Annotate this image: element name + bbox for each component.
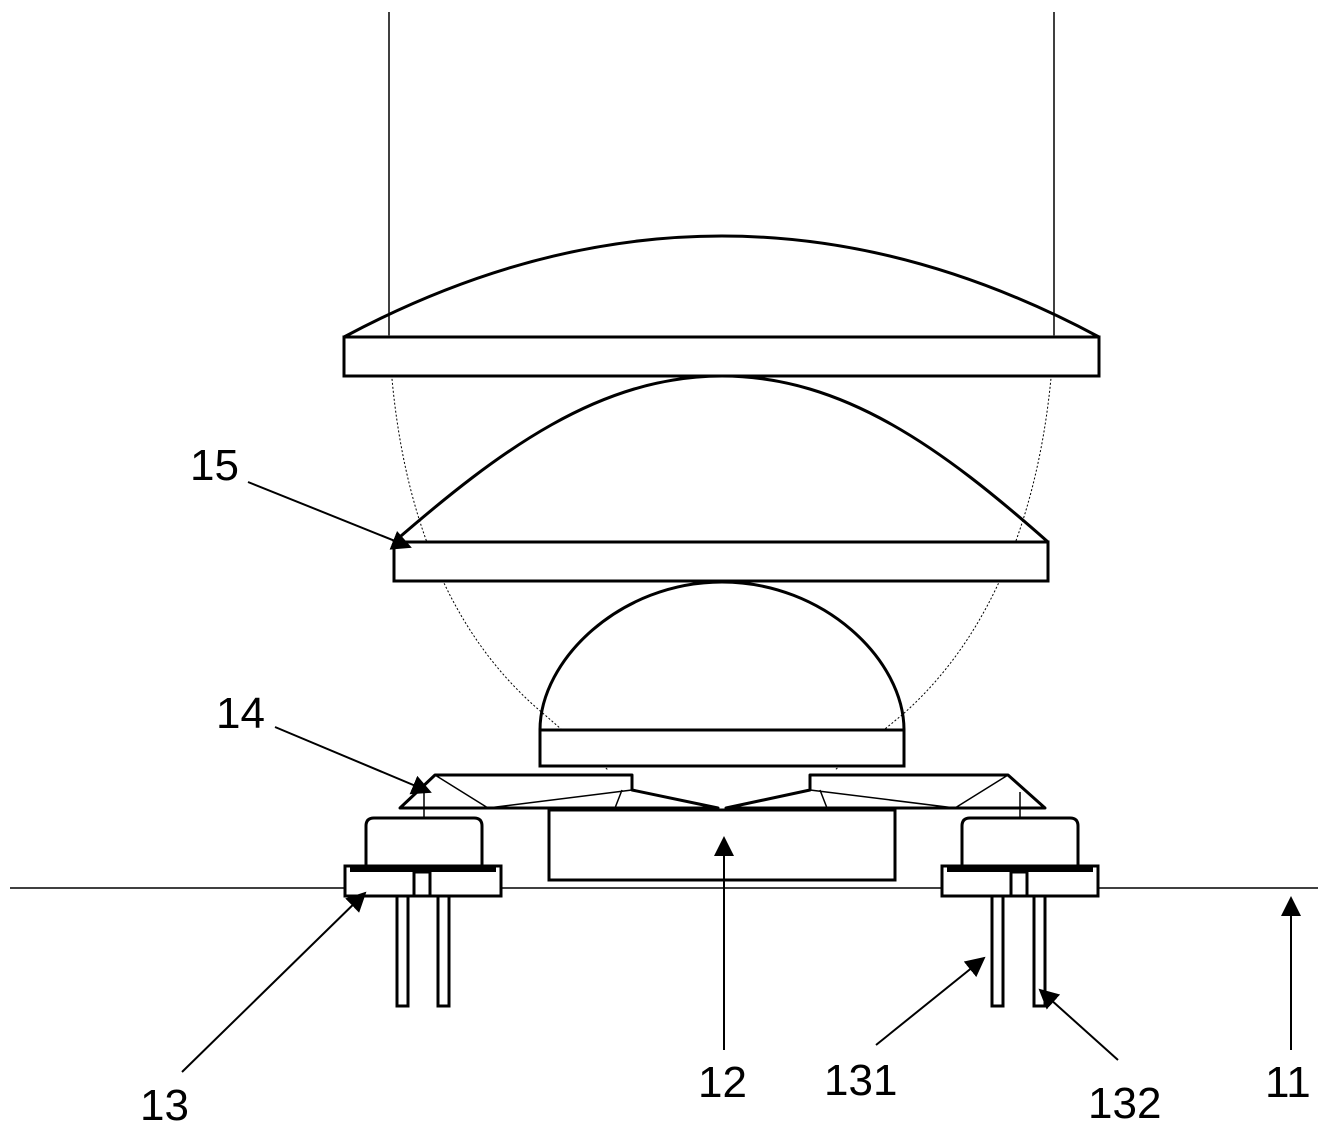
- emitter-package-right: [940, 792, 1100, 1008]
- top-lens-dome: [343, 234, 1100, 339]
- top-lens-flange: [342, 335, 1101, 378]
- middle-lens-dome: [393, 374, 1049, 544]
- label-12: 12: [698, 1058, 747, 1107]
- emitter-left-notch: [412, 870, 432, 898]
- reflector-right-inner: [809, 774, 1009, 809]
- label-14: 14: [216, 689, 265, 738]
- emitter-left-pin-b: [436, 894, 451, 1008]
- leader-arrow-14: [274, 726, 432, 795]
- middle-lens: [392, 374, 1050, 583]
- reflector-left-inner: [434, 774, 633, 809]
- light-source-12: [547, 808, 897, 882]
- reflector-14: [398, 773, 1047, 810]
- top-lens: [342, 234, 1101, 378]
- label-131: 131: [824, 1056, 897, 1105]
- emitter-right-notch: [1009, 870, 1029, 898]
- emitter-right-pin-132: [1032, 894, 1047, 1008]
- bottom-lens: [538, 580, 906, 768]
- emitter-right-ring: [947, 866, 1093, 872]
- emitter-package-left: [343, 792, 503, 1008]
- emitter-right-pin-131: [990, 894, 1005, 1008]
- label-15: 15: [190, 441, 239, 490]
- bottom-lens-flange: [538, 728, 906, 768]
- label-13: 13: [140, 1081, 189, 1130]
- reflector-left-half: [398, 773, 720, 810]
- label-132: 132: [1088, 1079, 1161, 1128]
- emitter-left-pin-a: [395, 894, 410, 1008]
- ray-path-left: [388, 334, 609, 771]
- middle-lens-flange: [392, 540, 1050, 583]
- reflector-right-half: [724, 773, 1047, 810]
- leader-arrow-132: [1038, 988, 1119, 1061]
- leader-arrow-15: [247, 481, 412, 550]
- emitter-left-cap: [364, 816, 484, 868]
- leader-arrow-13: [181, 891, 367, 1073]
- bottom-lens-dome: [538, 580, 906, 731]
- emitter-left-ring: [350, 866, 496, 872]
- emitter-right-cap: [960, 816, 1080, 868]
- leader-arrow-131: [875, 956, 986, 1046]
- label-11: 11: [1265, 1058, 1311, 1107]
